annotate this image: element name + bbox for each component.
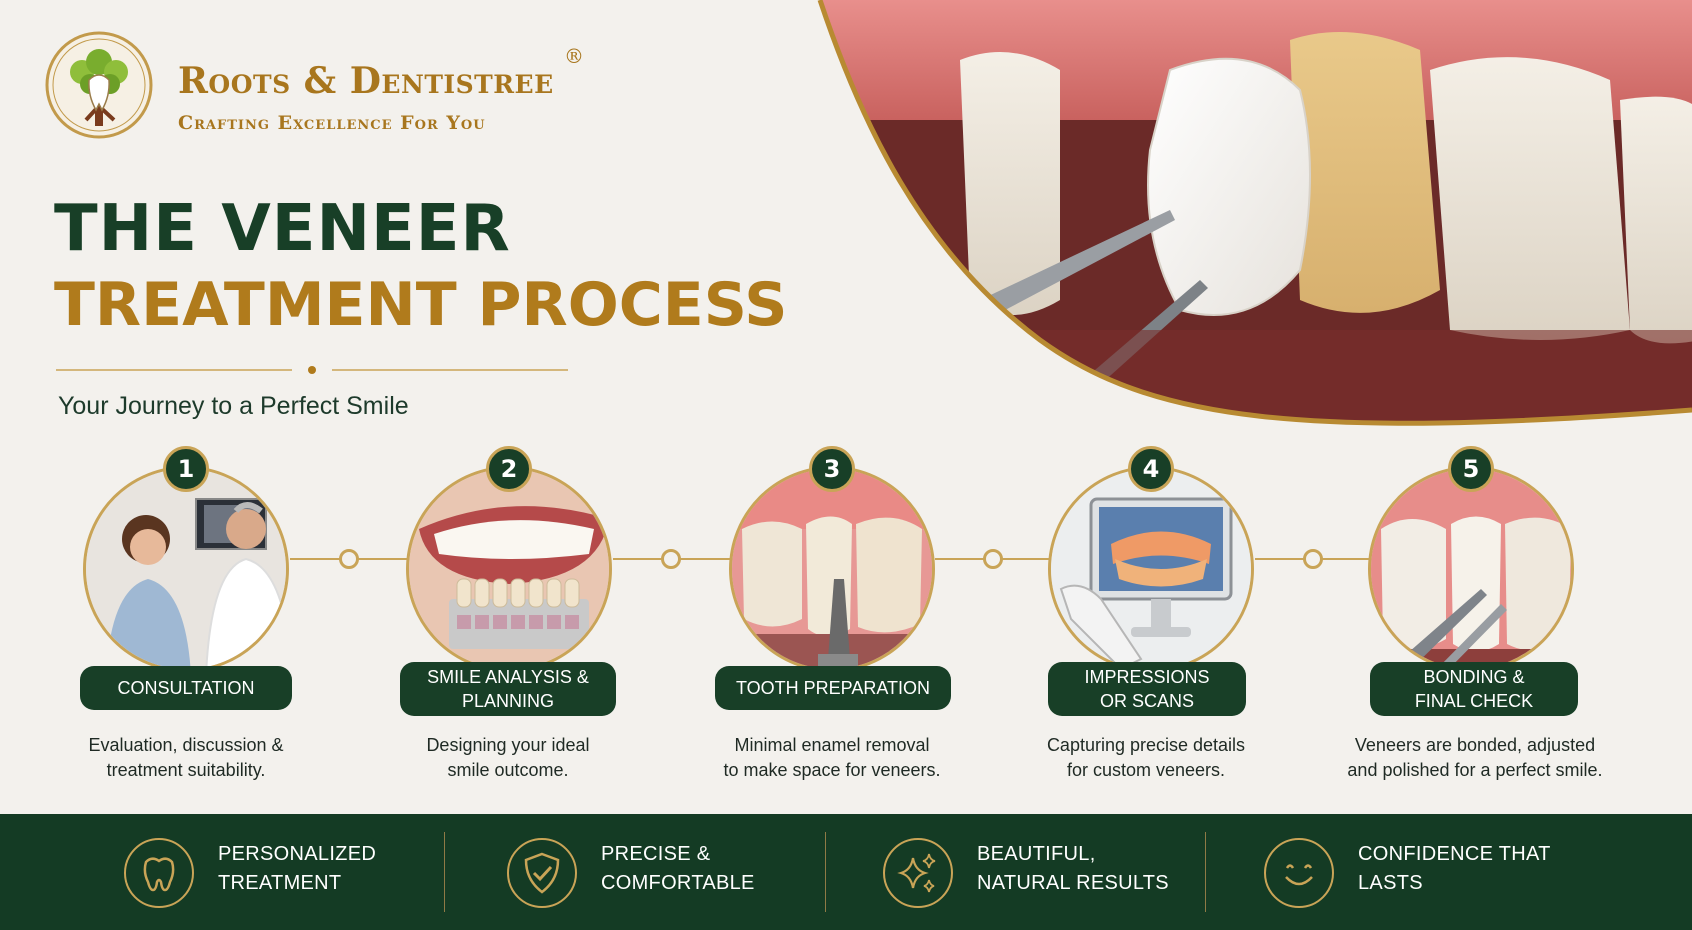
brand-tagline: Crafting Excellence For You	[178, 112, 486, 134]
page-title-line2: TREATMENT PROCESS	[54, 270, 788, 340]
step-4-label-line1: IMPRESSIONS	[1084, 667, 1210, 687]
step-1-label: CONSULTATION	[80, 666, 292, 710]
registered-mark: ®	[564, 44, 584, 68]
step-4-desc-line2: for custom veneers.	[1066, 760, 1226, 780]
step-3-image-tooth-preparation	[729, 466, 935, 672]
step-2-desc-line2: smile outcome.	[447, 760, 569, 780]
step-1-desc-line1: Evaluation, discussion &	[88, 735, 284, 755]
step-3-desc-line1: Minimal enamel removal	[734, 735, 930, 755]
step-3-desc-line2: to make space for veneers.	[723, 760, 941, 780]
step-4-label: IMPRESSIONS OR SCANS	[1048, 662, 1246, 716]
feature-line1: BEAUTIFUL,	[977, 843, 1096, 865]
connector-dot	[661, 549, 681, 569]
connector-dot	[983, 549, 1003, 569]
feature-text: PERSONALIZED TREATMENT	[218, 840, 448, 898]
feature-divider	[444, 832, 445, 912]
step-5-desc-line2: and polished for a perfect smile.	[1347, 760, 1603, 780]
step-4-label-line2: OR SCANS	[1099, 691, 1195, 711]
feature-text: CONFIDENCE THAT LASTS	[1358, 840, 1588, 898]
feature-line2: TREATMENT	[218, 872, 342, 894]
step-2-label-line1: SMILE ANALYSIS &	[427, 667, 589, 687]
step-5-label: BONDING & FINAL CHECK	[1370, 662, 1578, 716]
step-2-label: SMILE ANALYSIS & PLANNING	[400, 662, 616, 716]
step-1-number-badge: 1	[163, 446, 209, 492]
step-5-label-line2: FINAL CHECK	[1414, 691, 1534, 711]
step-1-desc-line2: treatment suitability.	[106, 760, 266, 780]
step-2-desc-line1: Designing your ideal	[426, 735, 590, 755]
feature-line1: PERSONALIZED	[218, 843, 377, 865]
step-5-description: Veneers are bonded, adjusted and polishe…	[1332, 733, 1618, 783]
step-4-desc-line1: Capturing precise details	[1046, 735, 1246, 755]
step-5-label-line1: BONDING &	[1423, 667, 1525, 687]
feature-text: BEAUTIFUL, NATURAL RESULTS	[977, 840, 1197, 898]
feature-line2: NATURAL RESULTS	[977, 872, 1169, 894]
step-1-image-consultation	[83, 466, 289, 672]
brand-name: Roots & Dentistree	[178, 60, 554, 102]
feature-divider	[825, 832, 826, 912]
step-1-description: Evaluation, discussion & treatment suita…	[46, 733, 326, 783]
smile-icon	[1264, 838, 1334, 908]
feature-confidence: CONFIDENCE THAT LASTS	[1262, 828, 1582, 918]
step-3-label-text: TOOTH PREPARATION	[735, 678, 931, 698]
title-divider	[56, 366, 568, 374]
page-title-line1: THE VENEER	[54, 192, 511, 266]
step-3-label: TOOTH PREPARATION	[715, 666, 951, 710]
feature-divider	[1205, 832, 1206, 912]
connector-dot	[1303, 549, 1323, 569]
feature-text: PRECISE & COMFORTABLE	[601, 840, 831, 898]
shield-check-icon	[507, 838, 577, 908]
step-2-number-badge: 2	[486, 446, 532, 492]
step-5-image-veneer-bonding	[1368, 466, 1574, 672]
step-1-label-text: CONSULTATION	[117, 678, 255, 698]
hero-veneer-photo	[0, 0, 1692, 450]
subtitle: Your Journey to a Perfect Smile	[58, 392, 409, 420]
step-3-description: Minimal enamel removal to make space for…	[692, 733, 972, 783]
feature-beautiful: BEAUTIFUL, NATURAL RESULTS	[881, 828, 1201, 918]
step-2-label-line2: PLANNING	[461, 691, 555, 711]
step-4-description: Capturing precise details for custom ven…	[1006, 733, 1286, 783]
feature-precise: PRECISE & COMFORTABLE	[505, 828, 805, 918]
step-4-number-badge: 4	[1128, 446, 1174, 492]
step-2-image-shade-guide	[406, 466, 612, 672]
feature-line1: PRECISE &	[601, 843, 711, 865]
feature-personalized: PERSONALIZED TREATMENT	[122, 828, 422, 918]
step-2-description: Designing your ideal smile outcome.	[368, 733, 648, 783]
tooth-icon	[124, 838, 194, 908]
benefits-bar	[0, 814, 1692, 930]
feature-line2: COMFORTABLE	[601, 872, 755, 894]
step-5-desc-line1: Veneers are bonded, adjusted	[1354, 735, 1596, 755]
step-5-number-badge: 5	[1448, 446, 1494, 492]
sparkle-icon	[883, 838, 953, 908]
connector-dot	[339, 549, 359, 569]
feature-line1: CONFIDENCE THAT	[1358, 843, 1551, 865]
brand-logo-tree-tooth	[45, 31, 153, 139]
feature-line2: LASTS	[1358, 872, 1423, 894]
step-3-number-badge: 3	[809, 446, 855, 492]
step-4-image-digital-scan	[1048, 466, 1254, 672]
